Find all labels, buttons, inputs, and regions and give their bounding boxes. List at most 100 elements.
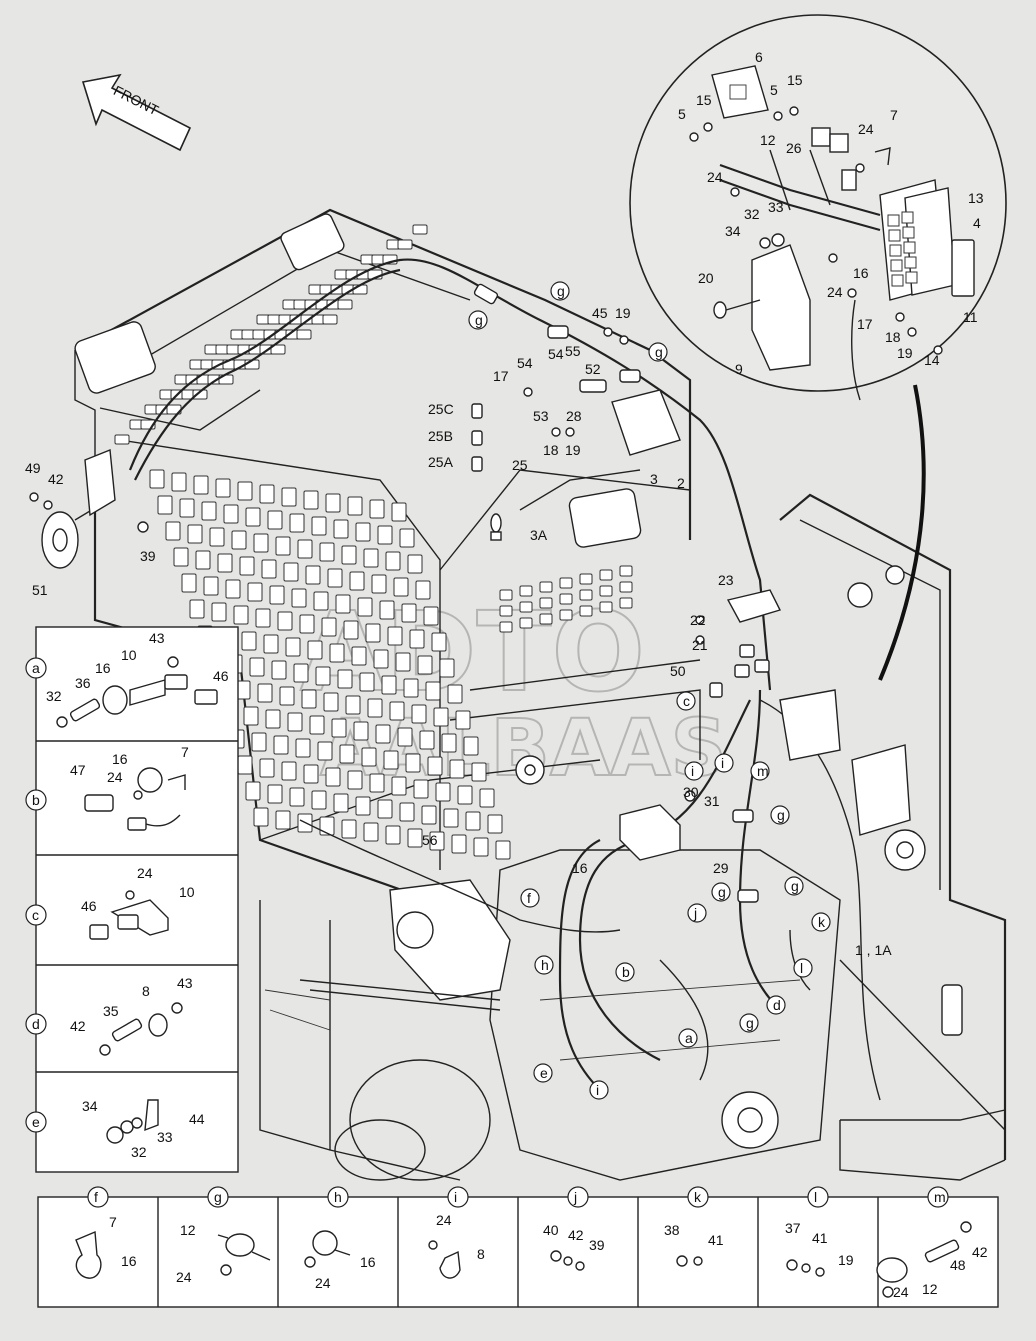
callout-label: 24 — [858, 121, 874, 137]
detail-label: 8 — [142, 983, 150, 999]
callout-label: g — [655, 344, 663, 360]
machine-cab-drawing — [74, 208, 1007, 1181]
detail-label: 47 — [70, 762, 86, 778]
panel-tag-circle — [567, 1186, 589, 1208]
callout-label: 5 — [678, 106, 686, 122]
detail-label: 42 — [70, 1018, 86, 1034]
detail-label: 16 — [121, 1253, 137, 1269]
detail-label: 19 — [838, 1252, 854, 1268]
callout-label: 19 — [615, 305, 631, 321]
callout-label: 31 — [704, 793, 720, 809]
panel-tag-circle — [807, 1186, 829, 1208]
panel-tag-c: c — [32, 907, 39, 923]
callout-label: g — [777, 807, 785, 823]
detail-label: 32 — [131, 1144, 147, 1160]
detail-label: 24 — [436, 1212, 452, 1228]
callout-label: g — [791, 878, 799, 894]
callout-label: 33 — [768, 199, 784, 215]
callout-circle — [739, 1013, 759, 1033]
detail-label: 46 — [81, 898, 97, 914]
callout-label: 1 , 1A — [855, 942, 892, 958]
callout-label: 19 — [565, 442, 581, 458]
detail-label: 7 — [109, 1214, 117, 1230]
wiring-harness — [29, 258, 911, 1101]
callout-label: 17 — [857, 316, 873, 332]
callout-label: l — [800, 960, 803, 976]
detail-label: 24 — [107, 769, 123, 785]
detail-label: 16 — [112, 751, 128, 767]
callout-label: 11 — [963, 309, 978, 325]
callout-label: 9 — [735, 361, 743, 377]
detail-label: 43 — [149, 630, 165, 646]
callout-label: 29 — [713, 860, 729, 876]
detail-label: 33 — [157, 1129, 173, 1145]
callout-label: g — [557, 283, 565, 299]
callout-label: 15 — [787, 72, 803, 88]
callout-circle — [648, 342, 668, 362]
callout-label: f — [527, 890, 531, 906]
callout-circle — [684, 761, 704, 781]
callout-label: 20 — [698, 270, 714, 286]
left-detail-panels — [35, 626, 239, 1173]
callout-label: 25 — [512, 457, 528, 473]
detail-label: 42 — [972, 1244, 988, 1260]
callout-label: i — [691, 763, 694, 779]
panel-tag-h: h — [334, 1189, 342, 1205]
detail-label: 12 — [922, 1281, 938, 1297]
side-grille — [499, 565, 633, 633]
callout-label: j — [693, 905, 697, 921]
callout-circle — [534, 955, 554, 975]
detail-magnifier — [629, 14, 1007, 681]
callout-circle — [750, 761, 770, 781]
callout-circle — [615, 962, 635, 982]
bottom-detail-panels — [37, 1196, 999, 1308]
callout-circle — [770, 805, 790, 825]
detail-label: 7 — [181, 744, 189, 760]
callout-label: 4 — [973, 215, 981, 231]
panel-tag-a: a — [32, 660, 40, 676]
callout-label: 6 — [755, 49, 763, 65]
panel-tag-circle — [687, 1186, 709, 1208]
callout-circle — [793, 958, 813, 978]
callout-label: 28 — [566, 408, 582, 424]
callout-label: i — [596, 1082, 599, 1098]
detail-label: 41 — [812, 1230, 828, 1246]
callout-label: 13 — [968, 190, 984, 206]
detail-label: 42 — [568, 1227, 584, 1243]
detail-label: 34 — [82, 1098, 98, 1114]
panel-tag-f: f — [94, 1189, 98, 1205]
callout-circle — [533, 1063, 553, 1083]
callout-label: 18 — [543, 442, 559, 458]
detail-label: 24 — [137, 865, 153, 881]
callout-circle — [520, 888, 540, 908]
detail-label: 12 — [180, 1222, 196, 1238]
callout-label: 45 — [592, 305, 608, 321]
callout-label: 54 — [517, 355, 533, 371]
callout-label: 16 — [572, 860, 588, 876]
panel-tag-k: k — [694, 1189, 702, 1205]
panel-tag-circle — [327, 1186, 349, 1208]
detail-label: 41 — [708, 1232, 724, 1248]
callout-label: 49 — [25, 460, 41, 476]
detail-label: 10 — [121, 647, 137, 663]
detail-label: 35 — [103, 1003, 119, 1019]
callout-label: 34 — [725, 223, 741, 239]
callout-label: 24 — [707, 169, 723, 185]
panel-tag-b: b — [32, 792, 40, 808]
callout-label: 21 — [692, 637, 708, 653]
callout-label: 18 — [885, 329, 901, 345]
callout-circle — [589, 1080, 609, 1100]
panel-tag-circle — [25, 789, 47, 811]
detail-label: 37 — [785, 1220, 801, 1236]
fuse-block-cells — [887, 211, 918, 287]
detail-label: 46 — [213, 668, 229, 684]
callout-label: e — [540, 1065, 548, 1081]
callout-label: m — [757, 763, 769, 779]
callout-label: 55 — [565, 343, 581, 359]
callout-label: 7 — [890, 107, 898, 123]
callout-label: 23 — [718, 572, 734, 588]
detail-label: 36 — [75, 675, 91, 691]
callout-label: d — [773, 997, 781, 1013]
